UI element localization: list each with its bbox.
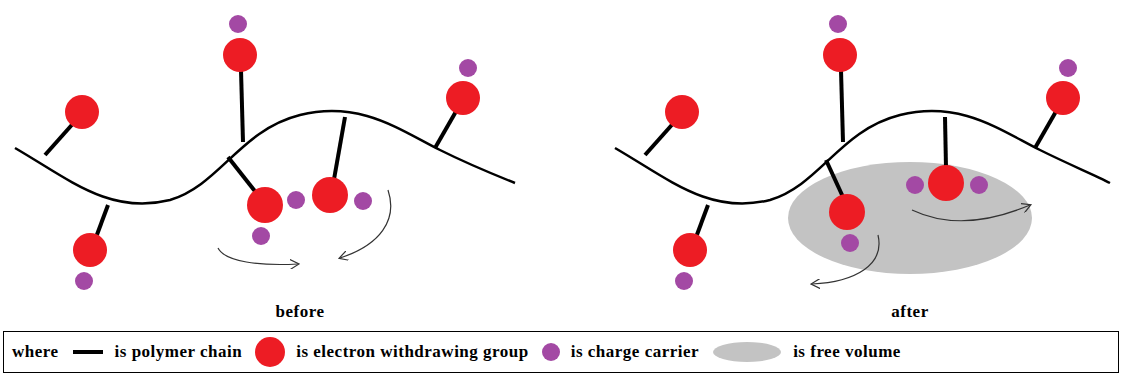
- side-bonds: [45, 70, 458, 240]
- carrier-swatch: [541, 337, 561, 367]
- free-volume-swatch: [711, 337, 783, 367]
- legend-intro: where: [12, 342, 59, 362]
- legend-text: is electron withdrawing group: [296, 342, 529, 362]
- free-volume: [788, 162, 1032, 274]
- legend-text: is polymer chain: [115, 342, 243, 362]
- group-swatch: [254, 337, 286, 367]
- legend-text: is free volume: [793, 342, 901, 362]
- motion-arrow: [340, 190, 391, 258]
- withdrawing-groups: [65, 38, 480, 267]
- charge-carriers: [75, 15, 477, 290]
- motion-arrow: [218, 248, 298, 264]
- charge-carriers: [675, 15, 1077, 290]
- legend-box: where is polymer chain is electron withdra…: [3, 331, 1119, 373]
- withdrawing-groups: [665, 38, 1080, 267]
- side-bonds: [645, 70, 1058, 240]
- after-panel: [615, 15, 1110, 290]
- legend-text: is charge carrier: [571, 342, 699, 362]
- motion-arrow: [912, 205, 1030, 221]
- panel-label: before: [276, 302, 325, 322]
- panel-label: after: [891, 302, 928, 322]
- chain-swatch: [71, 337, 105, 367]
- before-panel: [15, 15, 515, 290]
- motion-arrow: [812, 235, 879, 284]
